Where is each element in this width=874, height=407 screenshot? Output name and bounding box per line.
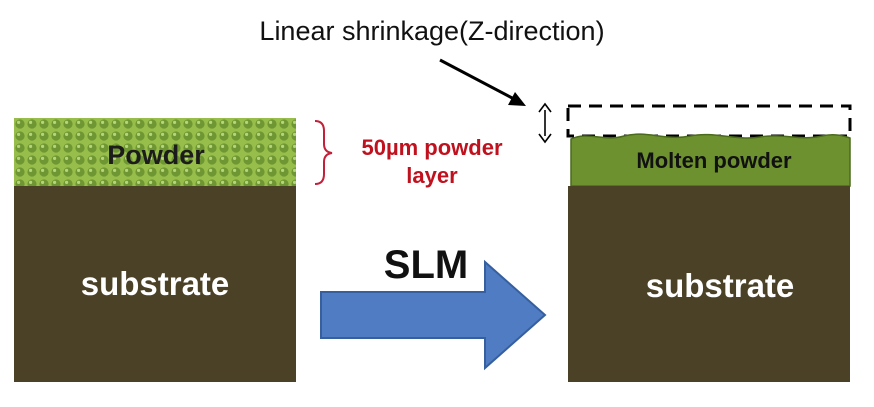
powder-label: Powder	[107, 140, 205, 170]
process-arrow-icon	[320, 259, 547, 371]
molten-label: Molten powder	[636, 148, 792, 173]
original-layer-outline	[566, 104, 852, 138]
substrate-left	[14, 186, 296, 382]
shrinkage-dimension-icon	[538, 102, 552, 144]
layer-bracket	[314, 120, 333, 185]
substrate-right-label: substrate	[646, 267, 795, 304]
substrate-left-label: substrate	[81, 265, 230, 302]
substrate-right	[568, 186, 850, 382]
molten-layer	[570, 133, 851, 187]
slm-label: SLM	[384, 243, 468, 287]
layer-label-line2: layer	[406, 163, 458, 188]
shrinkage-pointer-arrow	[439, 58, 526, 106]
shrinkage-label: Linear shrinkage(Z-direction)	[259, 16, 604, 46]
layer-label-line1: 50µm powder	[361, 135, 502, 160]
powder-layer	[14, 118, 296, 186]
